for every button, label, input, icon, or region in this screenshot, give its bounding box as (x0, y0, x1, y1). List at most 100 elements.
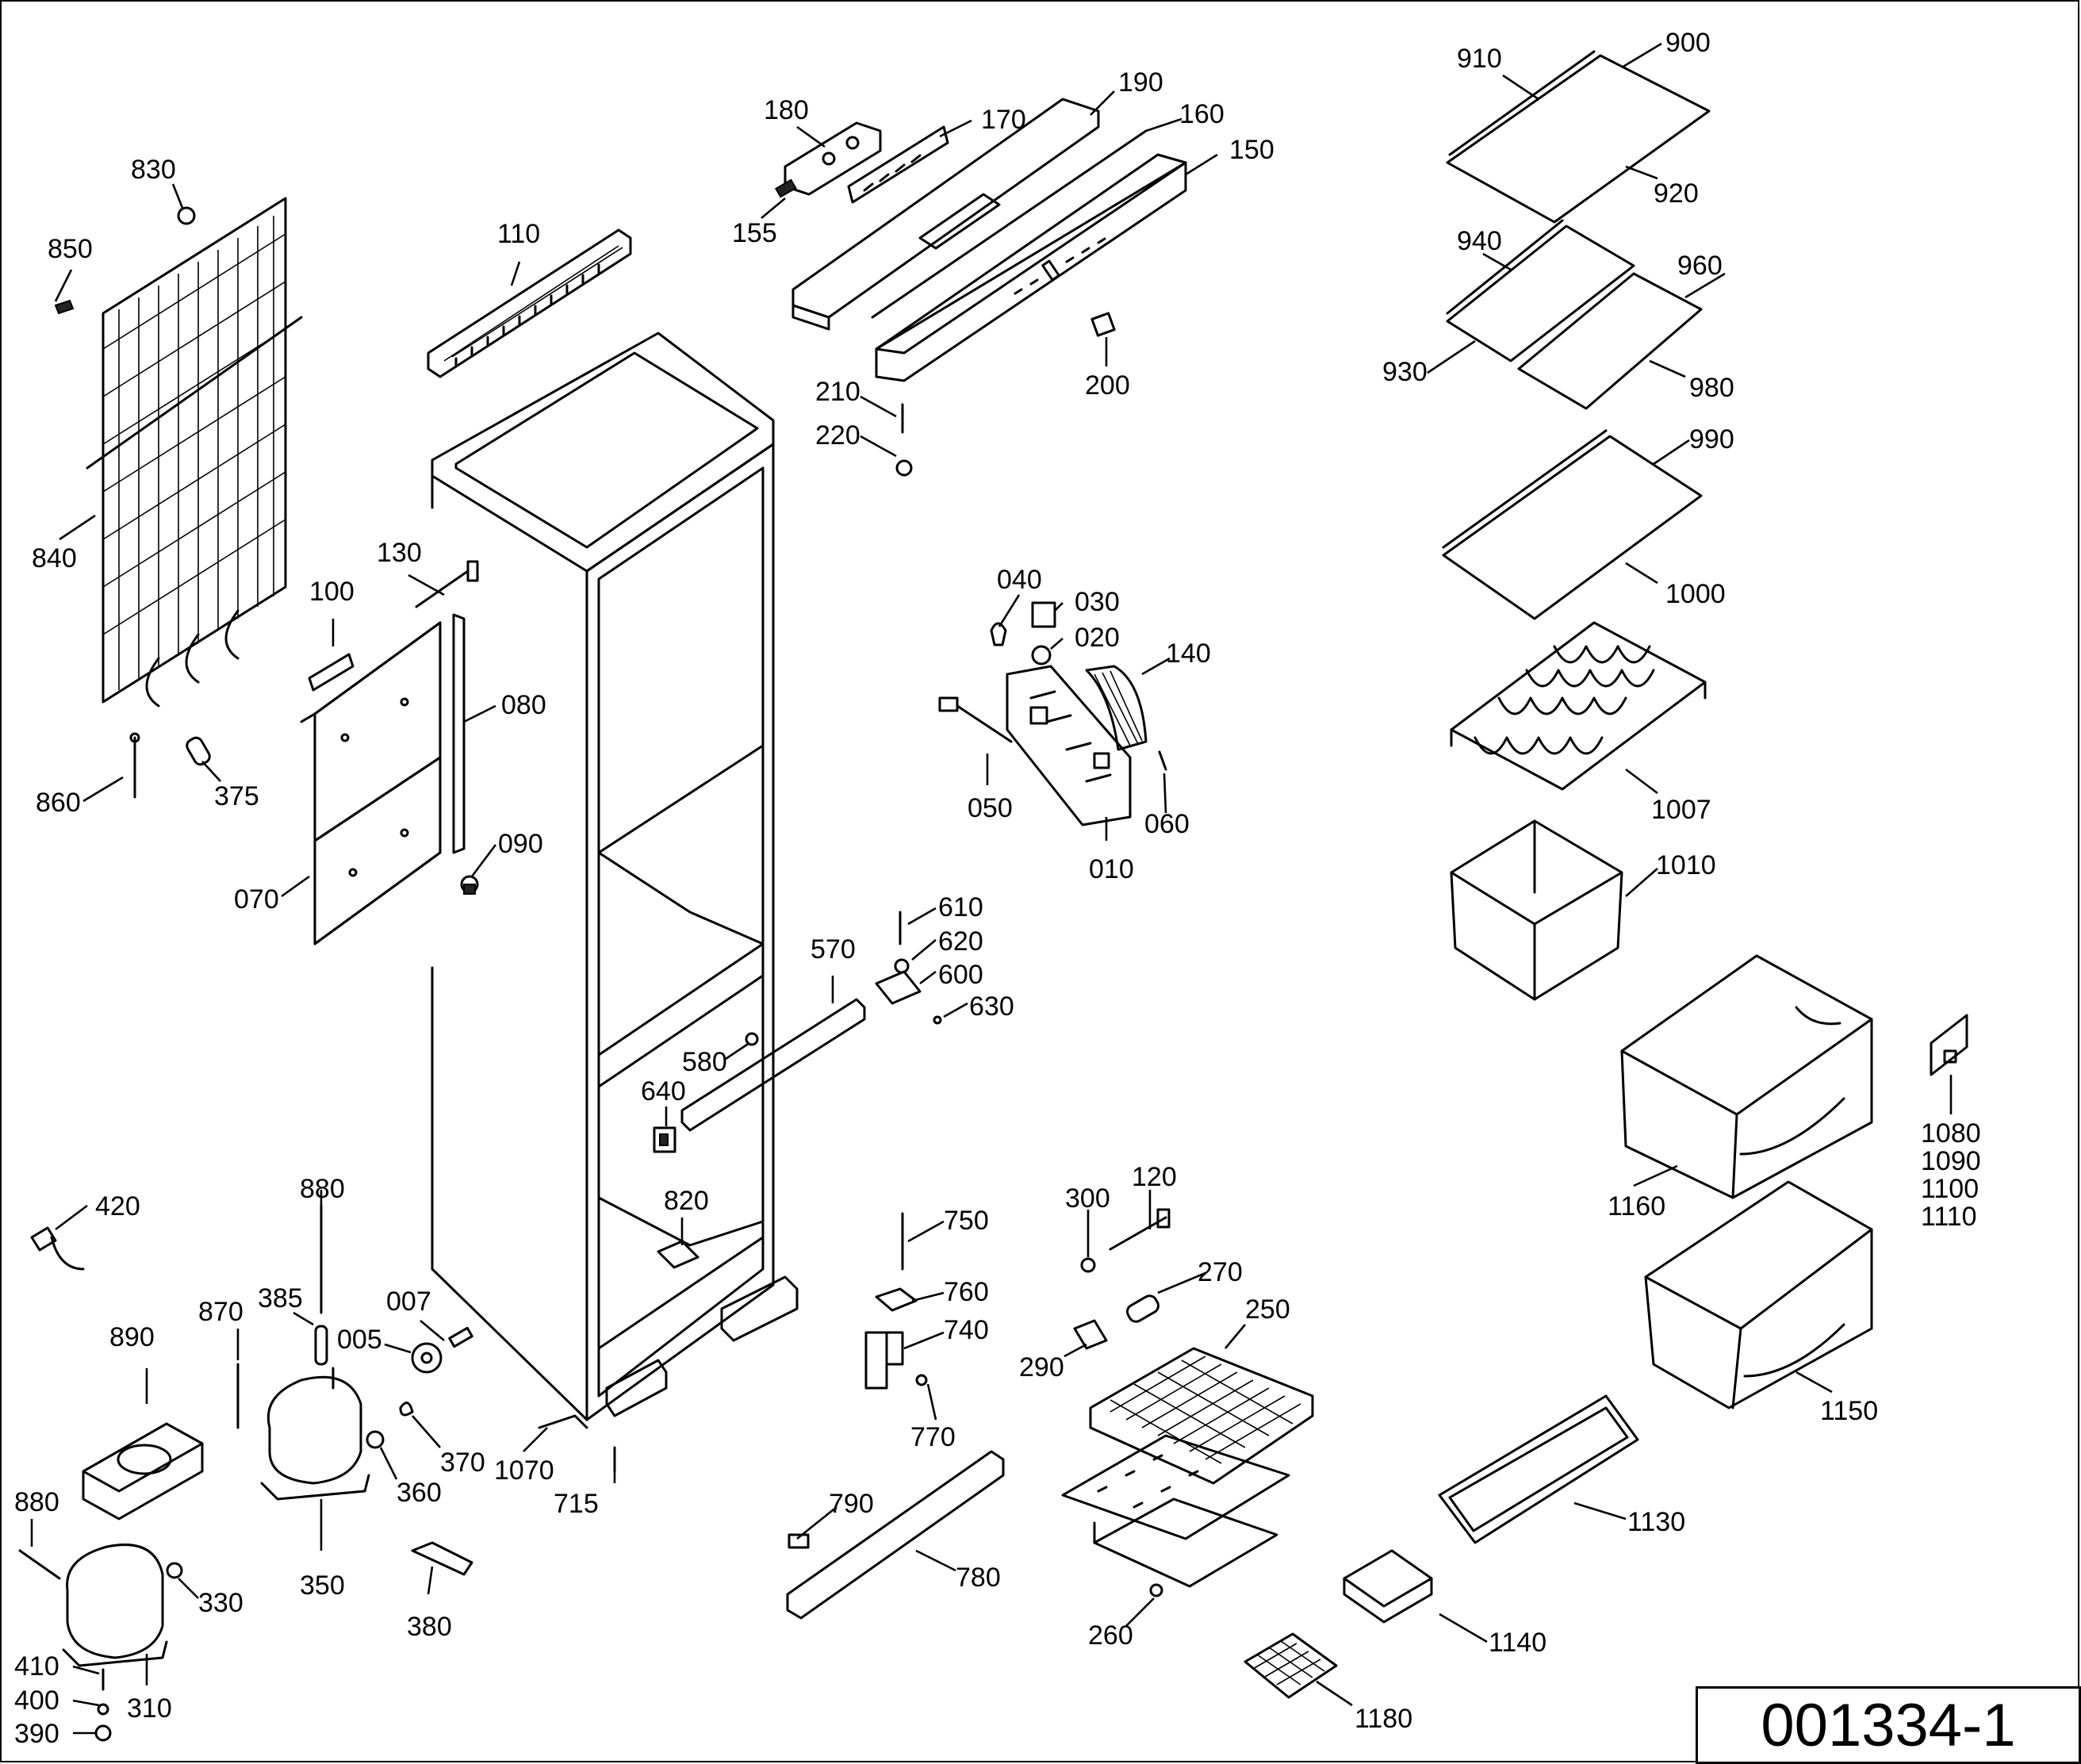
callout-420: 420 (95, 1191, 140, 1221)
callout-620: 620 (938, 926, 983, 957)
part-1007-wine-rack (1450, 621, 1707, 791)
part-370-fan (399, 1402, 414, 1417)
part-790-clip (788, 1533, 810, 1549)
callout-840: 840 (32, 543, 77, 573)
callout-120: 120 (1132, 1162, 1177, 1192)
part-630-screw (933, 1015, 942, 1025)
callout-1160: 1160 (1608, 1191, 1665, 1221)
callout-1110: 1110 (1921, 1202, 1977, 1232)
part-1150-drawer (1644, 1180, 1873, 1409)
callout-050: 050 (968, 793, 1013, 823)
part-130-tie-rod (415, 560, 479, 608)
part-380-bracket (411, 1541, 473, 1576)
callout-830: 830 (131, 155, 176, 185)
callout-070: 070 (234, 884, 279, 915)
part-375-sleeve (186, 736, 211, 766)
callout-900: 900 (1665, 28, 1711, 58)
part-820-clip (657, 1240, 699, 1269)
callout-1100: 1100 (1921, 1174, 1979, 1204)
part-080-seal-strip (452, 613, 466, 854)
callout-190: 190 (1118, 67, 1163, 98)
callout-1010: 1010 (1656, 850, 1716, 880)
part-250-evaporator (1061, 1347, 1314, 1588)
part-760-bushing (875, 1287, 918, 1312)
callout-1080: 1080 (1921, 1118, 1981, 1149)
part-1180-ice-cube-tray (1244, 1632, 1338, 1699)
callout-030: 030 (1075, 587, 1120, 617)
part-070-rear-panel (300, 621, 442, 945)
part-110-vent-grille (427, 228, 632, 378)
part-990-glass-shelf (1442, 429, 1703, 620)
callout-1007: 1007 (1651, 795, 1711, 825)
part-360-grommet (366, 1430, 385, 1449)
part-300-screw (1080, 1257, 1096, 1273)
callout-940: 940 (1457, 226, 1502, 256)
callout-390: 390 (14, 1719, 59, 1749)
cabinet-feet (605, 1275, 799, 1417)
part-620-bushing (894, 958, 910, 974)
callout-200: 200 (1085, 370, 1130, 401)
callout-007: 007 (386, 1287, 431, 1317)
callout-1090: 1090 (1921, 1146, 1981, 1176)
part-385-sleeve (314, 1325, 328, 1366)
cabinet-body (431, 332, 775, 1421)
callout-100: 100 (309, 577, 354, 607)
part-260-screw (1149, 1583, 1163, 1597)
callout-860: 860 (36, 788, 81, 818)
callout-330: 330 (198, 1588, 243, 1618)
part-220-cap (895, 459, 913, 477)
callout-410: 410 (14, 1651, 59, 1682)
callout-570: 570 (811, 934, 856, 964)
callout-750: 750 (944, 1206, 989, 1236)
callout-220: 220 (815, 420, 860, 451)
callout-1130: 1130 (1627, 1507, 1685, 1537)
callout-930: 930 (1382, 357, 1428, 387)
callout-140: 140 (1166, 638, 1211, 669)
callout-1150: 1150 (1820, 1396, 1878, 1426)
part-1010-bin (1450, 819, 1623, 1001)
part-600-hinge (875, 970, 922, 1005)
part-890-shroud (82, 1422, 204, 1520)
part-350-compressor (260, 1367, 370, 1501)
callout-290: 290 (1019, 1352, 1064, 1382)
part-780-kickplate (786, 1450, 1005, 1620)
callout-760: 760 (944, 1277, 989, 1307)
part-570-mullion (680, 998, 866, 1132)
part-840-condenser (54, 197, 303, 708)
part-740-lower-hinge (864, 1331, 904, 1390)
part-270-sleeve (1125, 1294, 1160, 1323)
callout-715: 715 (554, 1489, 599, 1519)
part-310-compressor (62, 1544, 168, 1667)
part-090-plug (460, 875, 479, 895)
part-1080-label (1930, 1014, 1968, 1076)
callout-630: 630 (969, 991, 1014, 1022)
part-160-cover-strip (871, 129, 1148, 319)
callout-640: 640 (641, 1076, 686, 1106)
callout-960: 960 (1677, 251, 1723, 281)
part-005-wheel (411, 1342, 443, 1374)
callout-770: 770 (910, 1422, 956, 1452)
callout-250: 250 (1245, 1294, 1290, 1325)
callout-210: 210 (815, 377, 860, 407)
part-155-connector (774, 178, 797, 198)
callout-375: 375 (214, 781, 259, 811)
callout-600: 600 (938, 960, 983, 990)
part-120-rod (1109, 1208, 1171, 1251)
callout-880-top: 880 (300, 1174, 345, 1204)
part-770-screw (915, 1374, 928, 1386)
part-140-lamp-cover (1085, 665, 1148, 751)
callout-170: 170 (981, 105, 1026, 135)
part-030-gasket (1031, 601, 1056, 628)
parts-410-400-390-mounting (94, 1668, 112, 1742)
part-1140-ice-tray (1343, 1549, 1433, 1624)
part-100-badge (308, 653, 354, 692)
callout-160: 160 (1179, 99, 1224, 129)
callout-1180: 1180 (1355, 1704, 1412, 1734)
callout-labels: 910 900 920 940 960 930 980 990 1000 100… (14, 28, 1981, 1749)
callout-990: 990 (1689, 424, 1734, 454)
part-190-control-frame (791, 98, 1100, 331)
callout-380: 380 (407, 1612, 452, 1642)
callout-060: 060 (1144, 809, 1190, 839)
drawing-number-box: 001334-1 (1696, 1686, 2081, 1764)
